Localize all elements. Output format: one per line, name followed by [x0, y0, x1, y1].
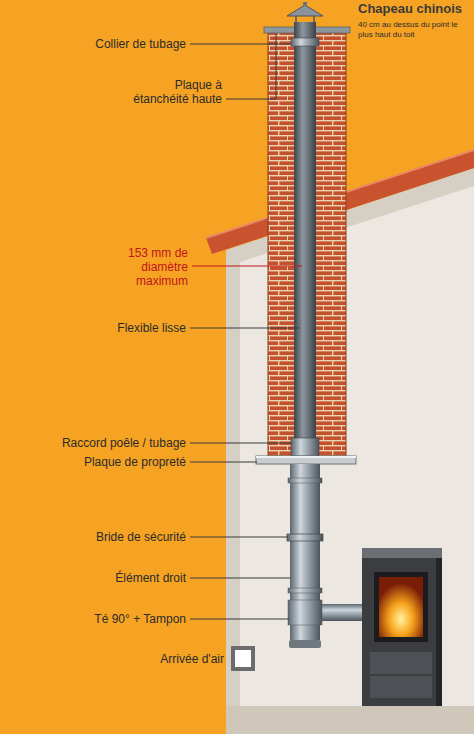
part-label: Flexible lisse: [36, 321, 186, 335]
part-label: Plaque de propreté: [16, 455, 186, 469]
chinese-hat: [287, 2, 323, 22]
leader-lines: [190, 34, 302, 619]
liner-collar: [291, 38, 319, 46]
pellet-stove: [362, 548, 442, 706]
part-label: Plaque à étanchéité haute: [122, 78, 222, 106]
house: [226, 168, 474, 734]
part-label: 153 mm de diamètre maximum: [92, 246, 188, 288]
air-inlet: [231, 646, 255, 671]
stove-liner-connector: [291, 438, 319, 456]
flexible-liner: [294, 22, 316, 446]
part-label: Chapeau chinois: [358, 2, 470, 16]
part-label: 40 cm au dessus du point le plus haut du…: [358, 20, 470, 40]
part-label: Bride de sécurité: [16, 530, 186, 544]
part-label: Collier de tubage: [36, 37, 186, 51]
stove-pipe: [287, 464, 364, 648]
part-label: Arrivée d'air: [104, 652, 224, 666]
part-label: Élément droit: [16, 571, 186, 585]
part-label: Raccord poêle / tubage: [16, 436, 186, 450]
cleanliness-plate: [256, 456, 356, 464]
part-label: Té 90° + Tampon: [16, 612, 186, 626]
